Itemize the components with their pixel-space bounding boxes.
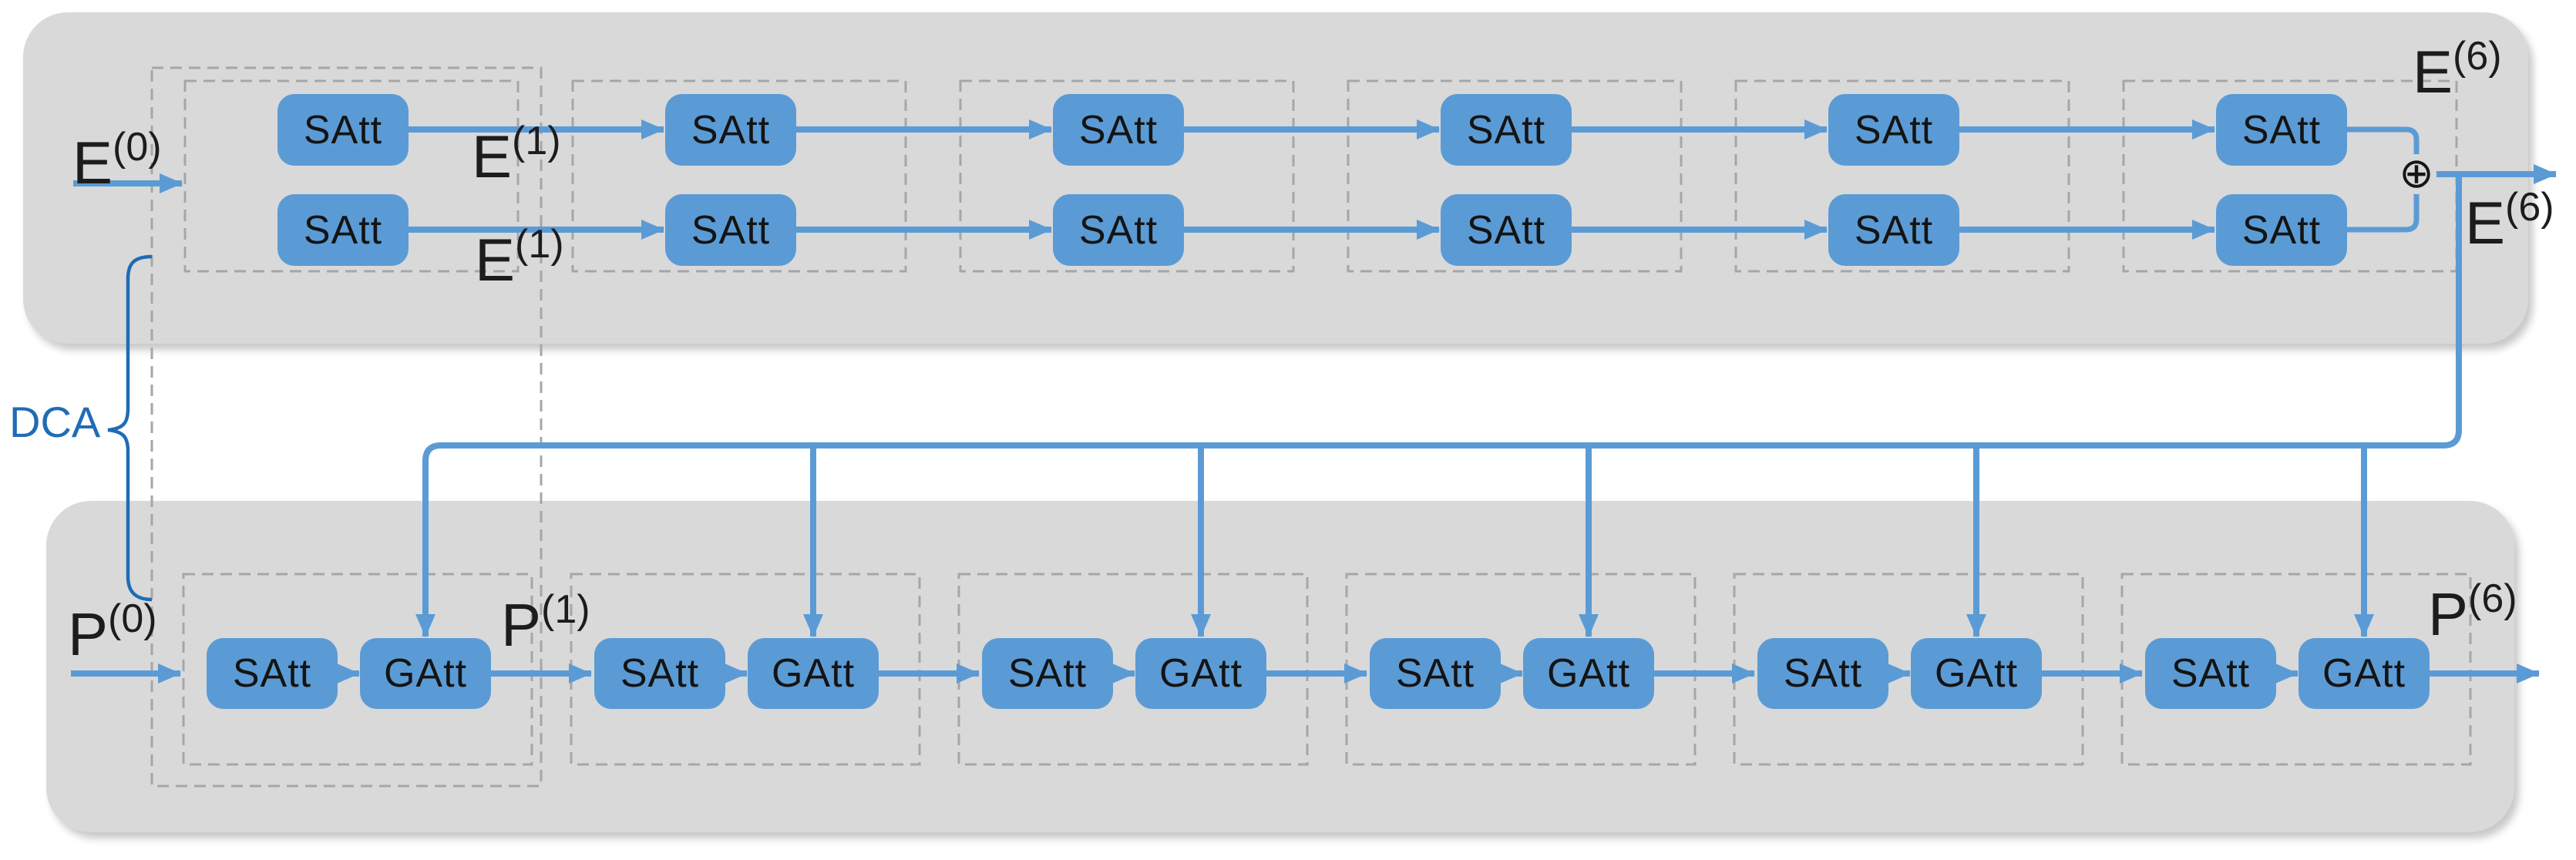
- label-base: E: [475, 226, 516, 294]
- label-base: E: [2465, 189, 2506, 257]
- label-base: P: [68, 600, 109, 668]
- encoder-input-label: E(0): [72, 127, 162, 193]
- encoder-satt-block: SAtt: [1828, 94, 1959, 166]
- decoder-satt-block: SAtt: [594, 638, 725, 709]
- encoder-satt-block: SAtt: [277, 194, 409, 266]
- encoder-stage1-top-output-label: E(1): [472, 121, 561, 186]
- encoder-satt-block: SAtt: [1053, 94, 1184, 166]
- encoder-stage1-bottom-output-label: E(1): [475, 224, 564, 290]
- encoder-panel: [23, 12, 2528, 344]
- decoder-satt-block: SAtt: [2145, 638, 2276, 709]
- decoder-gatt-block: GAtt: [360, 638, 491, 709]
- decoder-satt-block: SAtt: [1370, 638, 1501, 709]
- decoder-gatt-block: GAtt: [1911, 638, 2042, 709]
- encoder-satt-block: SAtt: [1441, 194, 1572, 266]
- decoder-gatt-block: GAtt: [2299, 638, 2430, 709]
- label-sup: (1): [541, 587, 590, 632]
- merge-plus-icon: ⊕: [2396, 153, 2436, 194]
- decoder-stage1-output-label: P(1): [501, 590, 590, 655]
- encoder-satt-block: SAtt: [277, 94, 409, 166]
- label-sup: (6): [2453, 34, 2502, 79]
- encoder-satt-block: SAtt: [1441, 94, 1572, 166]
- label-base: E: [72, 129, 113, 197]
- encoder-satt-block: SAtt: [665, 94, 796, 166]
- encoder-satt-block: SAtt: [665, 194, 796, 266]
- decoder-gatt-block: GAtt: [1135, 638, 1266, 709]
- label-base: E: [2413, 38, 2453, 106]
- label-sup: (1): [512, 119, 561, 163]
- label-sup: (6): [2505, 185, 2554, 230]
- decoder-satt-block: SAtt: [1757, 638, 1888, 709]
- decoder-gatt-block: GAtt: [748, 638, 879, 709]
- label-sup: (0): [108, 596, 157, 641]
- encoder-satt-block: SAtt: [1053, 194, 1184, 266]
- decoder-gatt-block: GAtt: [1523, 638, 1654, 709]
- label-base: P: [501, 591, 542, 659]
- decoder-final-output-label: P(6): [2428, 579, 2517, 644]
- encoder-satt-block: SAtt: [2216, 194, 2347, 266]
- encoder-satt-block: SAtt: [2216, 94, 2347, 166]
- label-sup: (0): [113, 125, 162, 170]
- decoder-satt-block: SAtt: [207, 638, 338, 709]
- decoder-satt-block: SAtt: [982, 638, 1113, 709]
- decoder-input-label: P(0): [68, 599, 157, 664]
- encoder-skip-branch-label: E(6): [2465, 187, 2554, 253]
- label-sup: (6): [2468, 576, 2517, 621]
- encoder-satt-block: SAtt: [1828, 194, 1959, 266]
- encoder-final-output-label: E(6): [2413, 36, 2502, 102]
- dca-label: DCA: [9, 398, 101, 446]
- label-sup: (1): [515, 222, 564, 267]
- label-base: E: [472, 123, 513, 190]
- label-base: P: [2428, 580, 2469, 648]
